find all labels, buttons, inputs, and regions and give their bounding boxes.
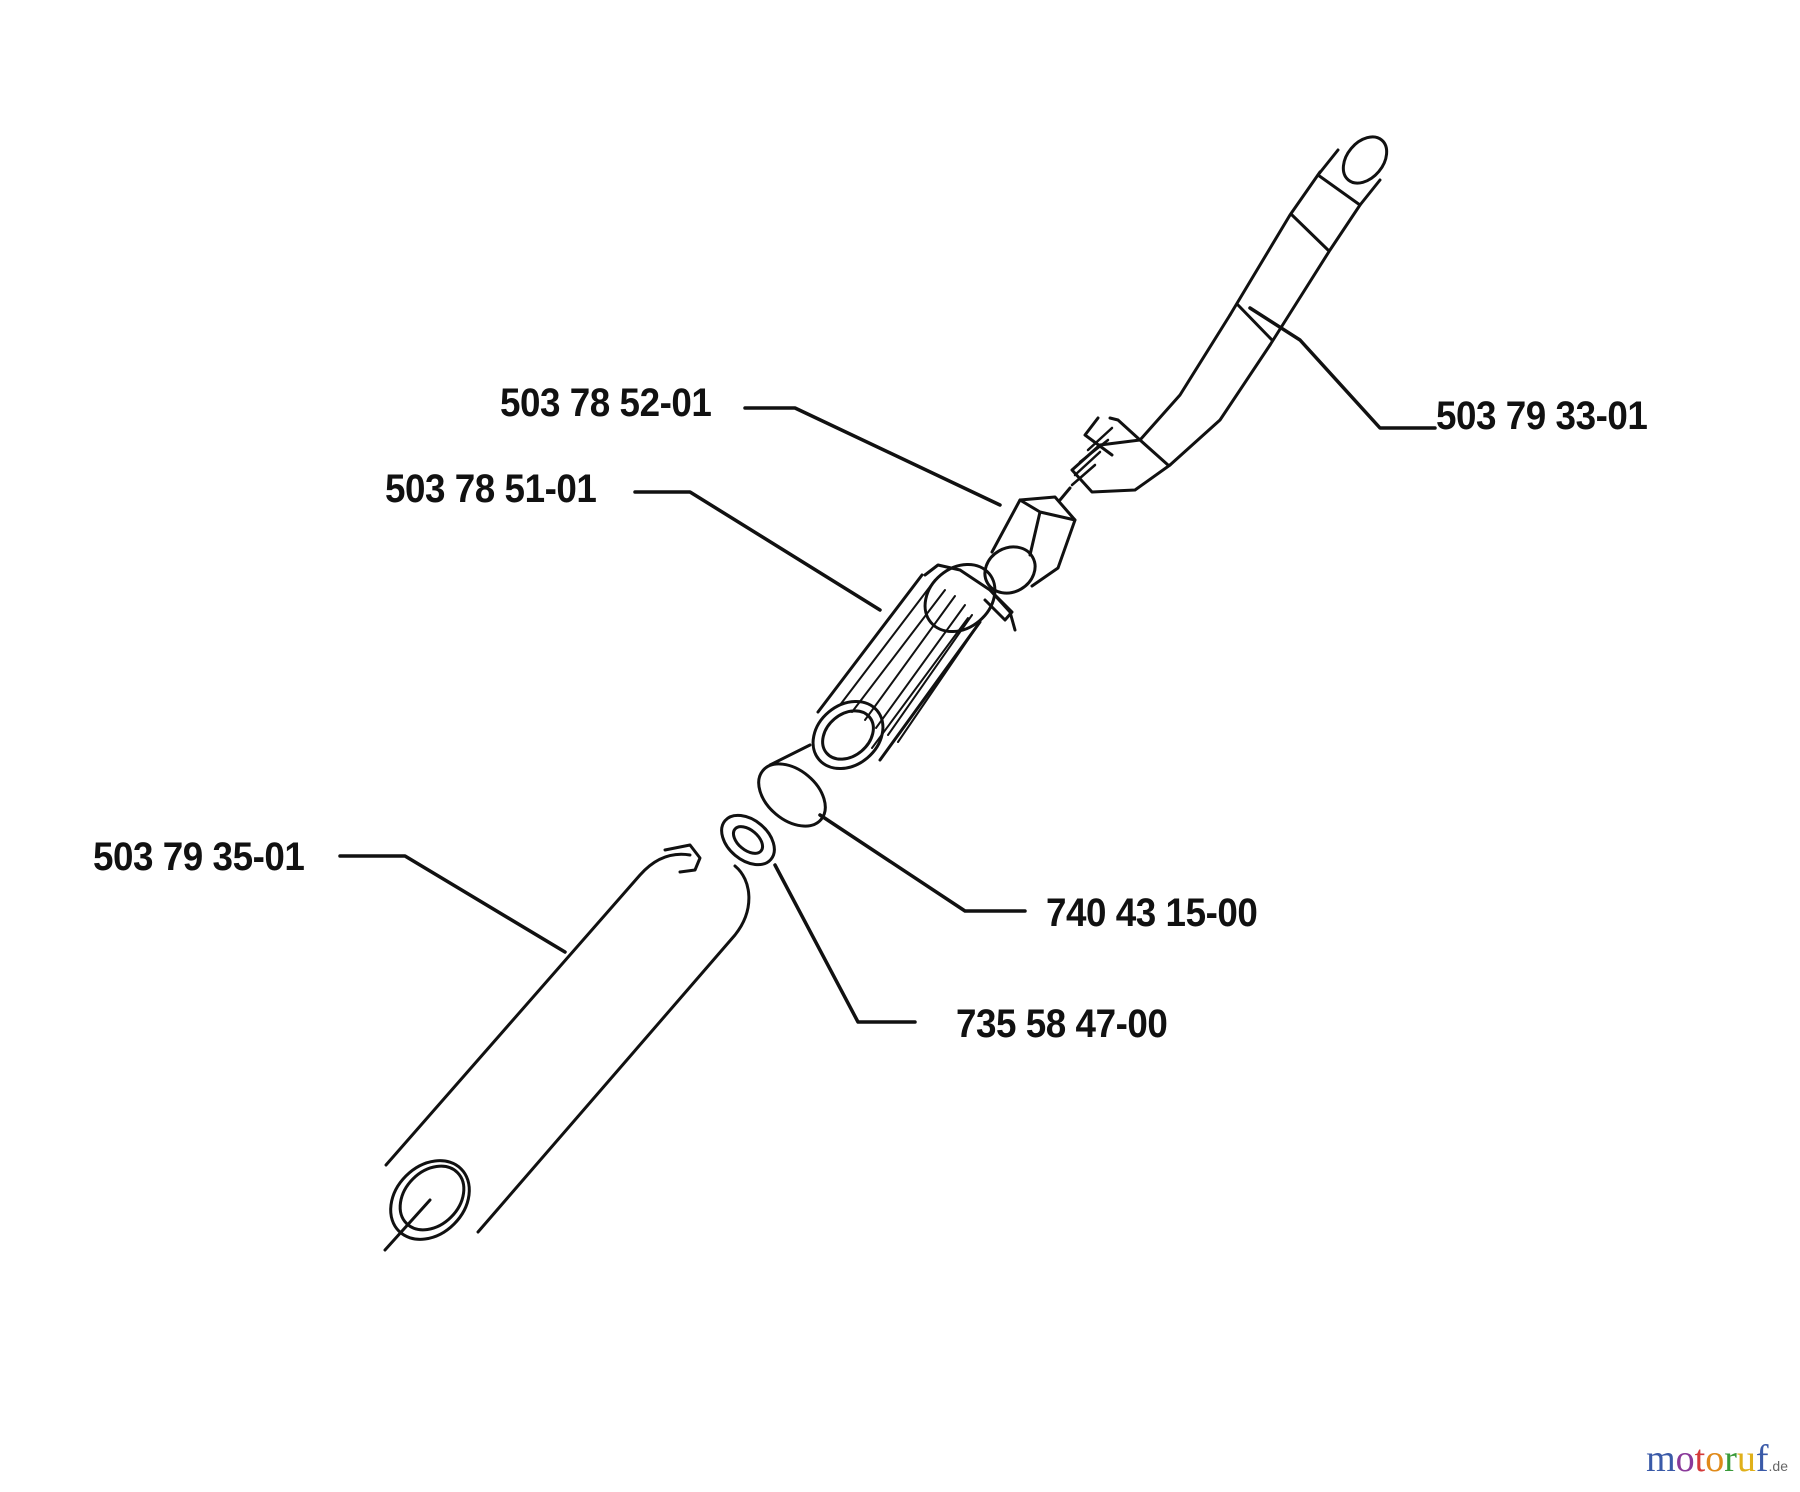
bearing-sleeve bbox=[768, 562, 1017, 771]
o-ring bbox=[757, 762, 827, 828]
leader-735584700 bbox=[773, 863, 917, 1024]
watermark-letter: o bbox=[1675, 1438, 1695, 1480]
drive-shaft bbox=[1058, 135, 1389, 502]
washer bbox=[720, 813, 776, 867]
watermark-letter: t bbox=[1694, 1438, 1706, 1480]
watermark-letter: r bbox=[1724, 1438, 1737, 1480]
part-label-503-79-35-01: 503 79 35-01 bbox=[93, 835, 305, 879]
watermark-letter: f bbox=[1755, 1438, 1769, 1480]
shaft-tube bbox=[383, 843, 751, 1252]
shaft-nut bbox=[983, 495, 1077, 595]
watermark-tld: .de bbox=[1768, 1458, 1788, 1474]
part-label-740-43-15-00: 740 43 15-00 bbox=[1046, 891, 1258, 935]
watermark-letter: m bbox=[1646, 1438, 1676, 1480]
leader-503785101 bbox=[633, 490, 882, 612]
part-label-503-78-52-01: 503 78 52-01 bbox=[500, 381, 712, 425]
watermark-text: motoruf bbox=[1646, 1438, 1768, 1480]
watermark-letter: u bbox=[1736, 1438, 1756, 1480]
watermark-letter: o bbox=[1705, 1438, 1725, 1480]
watermark-logo: motoruf.de bbox=[1646, 1440, 1788, 1478]
leader-503793301 bbox=[1248, 306, 1437, 430]
part-label-503-78-51-01: 503 78 51-01 bbox=[385, 467, 597, 511]
leader-503785201 bbox=[743, 406, 1002, 507]
leader-503793501 bbox=[338, 854, 567, 954]
part-label-735-58-47-00: 735 58 47-00 bbox=[956, 1002, 1168, 1046]
leader-lines bbox=[338, 306, 1437, 1024]
leader-740431500 bbox=[818, 813, 1027, 913]
part-label-503-79-33-01: 503 79 33-01 bbox=[1436, 394, 1648, 438]
